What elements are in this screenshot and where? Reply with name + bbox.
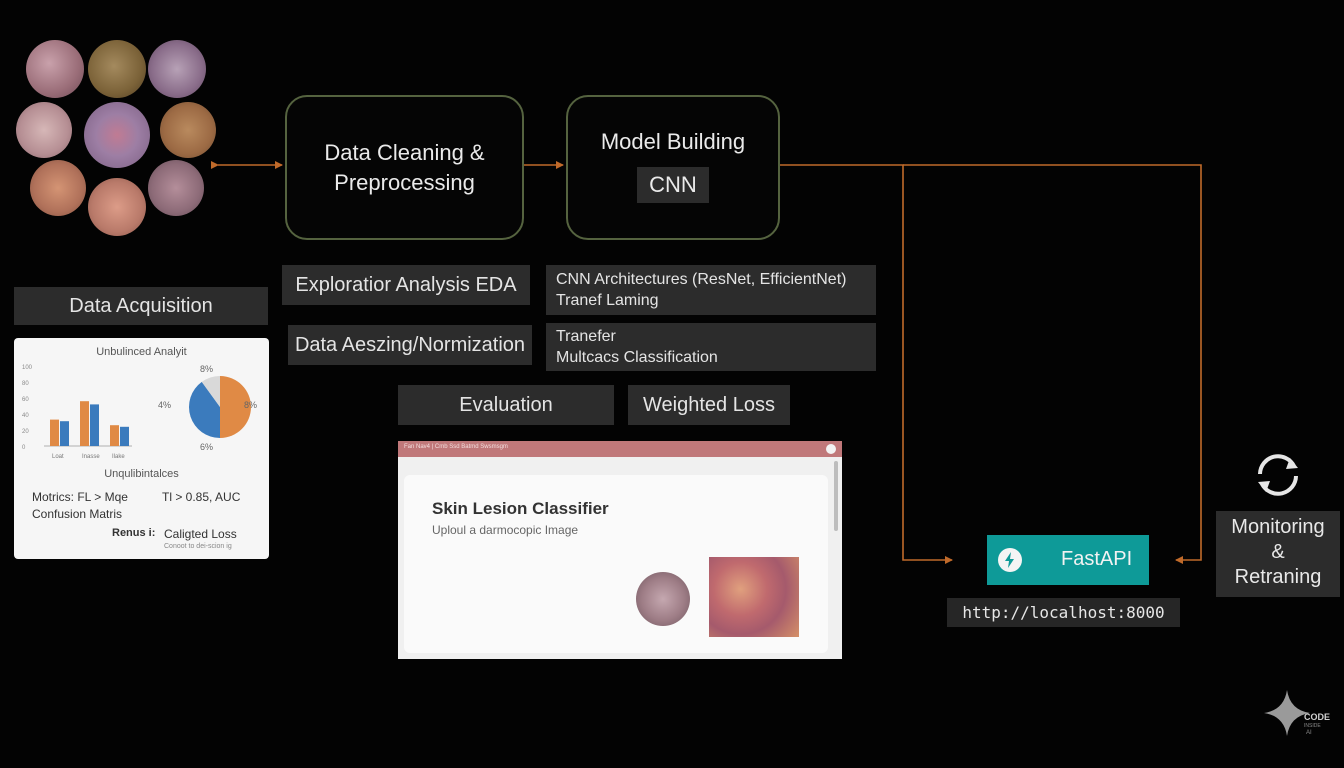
data-cleaning-box: Data Cleaning & Preprocessing	[285, 95, 524, 240]
footer-text: Caligted Loss	[164, 527, 237, 541]
monitoring-box: Monitoring & Retraning	[1216, 511, 1340, 597]
bar-orange	[50, 419, 59, 446]
resizing-tag: Data Aeszing/Normization	[288, 325, 532, 365]
evaluation-tag: Evaluation	[398, 385, 614, 425]
window-close-icon[interactable]	[826, 444, 836, 454]
x-tick-label: Inasse	[82, 454, 100, 460]
bar-blue	[120, 426, 129, 446]
lesion-image	[88, 178, 146, 236]
pie-label-left: 4%	[158, 400, 172, 410]
pie-label-right: 8%	[244, 400, 258, 410]
bar-blue	[90, 404, 99, 446]
footer-bold: Renus i:	[112, 527, 156, 539]
lesion-image	[30, 160, 86, 216]
monitoring-line2: &	[1271, 541, 1285, 563]
app-scrollbar[interactable]	[834, 461, 838, 531]
y-tick-label: 60	[22, 397, 29, 403]
y-tick-label: 80	[22, 381, 29, 387]
analysis-subtitle: Unqulibintalces	[104, 468, 179, 480]
app-window: Fan Nav4 | Cmb Ssd Batmd Swsmsgm Skin Le…	[398, 441, 842, 659]
metrics-left: Motrics: FL > Mqe	[32, 490, 128, 504]
lesion-image	[26, 40, 84, 98]
pie-slice	[220, 376, 251, 438]
footer-small: Conoot to dei-scion ig	[164, 543, 232, 550]
monitoring-line1: Monitoring	[1231, 516, 1325, 538]
y-tick-label: 40	[22, 413, 29, 419]
lesion-image	[148, 40, 206, 98]
lesion-image	[148, 160, 204, 216]
data-acquisition-label: Data Acquisition	[14, 287, 268, 325]
cnn-architectures-tag: CNN Architectures (ResNet, EfficientNet)…	[546, 265, 876, 315]
analysis-card: Unbulinced Analyit 100 80 60 40 20 0 Loat Inas…	[14, 338, 269, 559]
transfer-tag: Tranefer Multcacs Classification	[546, 323, 876, 371]
y-tick-label: 100	[22, 365, 33, 371]
cnn-badge: CNN	[637, 166, 709, 203]
connector-model-to-monitoring	[903, 164, 1202, 564]
watermark-line2: INSIDE	[1304, 723, 1321, 729]
bar-blue	[60, 421, 69, 446]
lightning-bolt-icon	[998, 548, 1022, 572]
fastapi-label: FastAPI	[1061, 548, 1133, 570]
pie-chart	[189, 376, 251, 438]
pie-slice	[189, 381, 220, 438]
monitoring-line3: Retraning	[1234, 566, 1322, 588]
model-building-box: Model Building CNN	[566, 95, 780, 240]
metrics-right: Tl > 0.85, AUC	[162, 490, 241, 504]
eda-tag: Exploratior Analysis EDA	[282, 265, 530, 305]
transfer-line1: Tranefer	[556, 328, 616, 345]
cnn-architectures-line1: CNN Architectures (ResNet, EfficientNet)	[556, 271, 847, 288]
x-tick-label: Loat	[52, 454, 64, 460]
transfer-line2: Multcacs Classification	[556, 349, 718, 366]
pie-label-bottom: 6%	[200, 442, 214, 452]
bar-chart: 100 80 60 40 20 0 Loat Inasse Ilake	[22, 365, 132, 460]
watermark-logo: CODE INSIDE AI	[1262, 688, 1342, 748]
bar-orange	[80, 401, 89, 446]
lesion-closeup-image	[709, 557, 799, 637]
cnn-architectures-line2: Tranef Laming	[556, 292, 659, 309]
app-title: Skin Lesion Classifier	[432, 499, 609, 518]
bar-orange	[110, 425, 119, 446]
weighted-loss-tag: Weighted Loss	[628, 385, 790, 425]
lesion-image	[160, 102, 216, 158]
data-cleaning-line2: Preprocessing	[334, 169, 475, 195]
fastapi-box[interactable]: FastAPI	[987, 535, 1149, 585]
pie-slice	[201, 376, 220, 407]
x-tick-label: Ilake	[112, 454, 125, 460]
uploaded-lesion-thumbnail	[636, 572, 690, 626]
sync-arrows-icon	[1250, 450, 1306, 505]
app-window-bar: Fan Nav4 | Cmb Ssd Batmd Swsmsgm	[398, 441, 842, 457]
app-window-bar-text: Fan Nav4 | Cmb Ssd Batmd Swsmsgm	[404, 444, 508, 450]
data-cleaning-line1: Data Cleaning &	[324, 139, 485, 165]
localhost-url[interactable]: http://localhost:8000	[947, 598, 1180, 627]
lesion-image	[84, 102, 150, 168]
lesion-image	[88, 40, 146, 98]
y-tick-label: 0	[22, 445, 26, 451]
watermark-line3: AI	[1306, 730, 1312, 736]
model-building-label: Model Building	[600, 128, 746, 154]
y-tick-label: 20	[22, 429, 29, 435]
lesion-image	[16, 102, 72, 158]
app-subtitle: Uploul a darmocopic Image	[432, 523, 579, 537]
analysis-title: Unbulinced Analyit	[96, 346, 187, 358]
watermark-line1: CODE	[1304, 712, 1331, 722]
pie-label-top: 8%	[200, 364, 214, 374]
confusion-matrix-label: Confusion Matris	[32, 507, 123, 521]
